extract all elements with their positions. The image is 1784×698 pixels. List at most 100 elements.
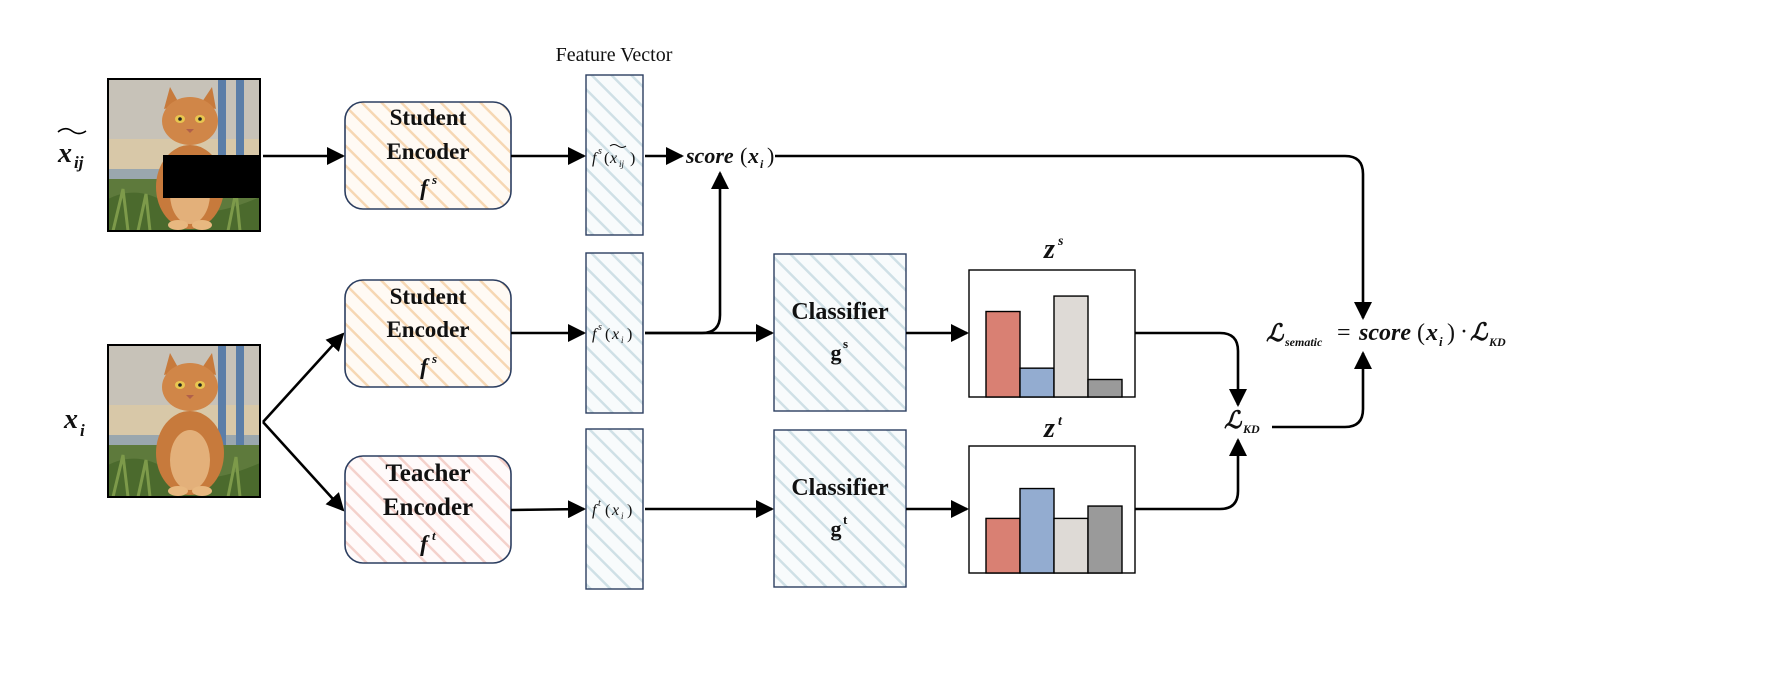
- arrow-z-student-to-kd: [1135, 331, 1247, 407]
- z-student-superscript: s: [1057, 234, 1064, 249]
- score-name: score: [685, 143, 734, 168]
- kd-loss-symbol: ℒ: [1224, 408, 1243, 434]
- teacher-encoder-line1: Teacher: [385, 460, 470, 487]
- semantic-score-argument: x: [1425, 320, 1438, 346]
- semantic-kd-symbol: ℒ: [1470, 320, 1489, 346]
- feature-mid-superscript: s: [598, 322, 602, 333]
- svg-text:): ): [767, 143, 774, 168]
- score-argument-subscript: i: [760, 157, 764, 171]
- distribution-student-bars: [985, 295, 1123, 398]
- feature-bottom-superscript: t: [598, 498, 601, 509]
- masked-input-subscript: ij: [74, 153, 84, 172]
- semantic-equals: =: [1337, 320, 1351, 346]
- semantic-score-name: score: [1358, 320, 1411, 346]
- z-student-bar-2: [1019, 367, 1055, 398]
- classifier-teacher-superscript: t: [843, 512, 848, 527]
- classifier-teacher-symbol: g: [831, 516, 842, 541]
- arrows: [262, 147, 1372, 519]
- feature-top-argument: x: [609, 150, 617, 167]
- svg-text:(: (: [1417, 320, 1425, 346]
- z-student-bar-3: [1053, 295, 1089, 398]
- semantic-loss-subscript: sematic: [1284, 335, 1323, 349]
- original-input-symbol: x: [63, 404, 78, 435]
- feature-vector-bottom: f t ( x i ): [585, 428, 644, 590]
- feature-vector-mid: f s ( x i ): [585, 252, 644, 414]
- teacher-encoder: Teacher Encoder f t: [344, 455, 512, 564]
- svg-text:): ): [1447, 320, 1455, 346]
- z-student-symbol: z: [1043, 234, 1055, 265]
- distribution-teacher-label: z t: [1043, 413, 1063, 444]
- student-encoder-top-line1: Student: [390, 105, 467, 130]
- student-encoder-mid-line1: Student: [390, 284, 467, 309]
- z-student-bar-1: [985, 310, 1021, 398]
- original-input-label: x i: [63, 404, 85, 440]
- feature-mid-symbol: f: [592, 326, 599, 343]
- student-encoder-top: Student Encoder f s: [344, 101, 512, 210]
- feature-bottom-argument-subscript: i: [621, 511, 624, 521]
- semantic-loss-symbol: ℒ: [1266, 321, 1285, 347]
- svg-text:(: (: [604, 150, 609, 167]
- classifier-teacher-label: Classifier: [791, 475, 889, 501]
- student-encoder-mid-superscript: s: [431, 351, 437, 366]
- z-teacher-symbol: z: [1043, 413, 1055, 444]
- semantic-score-argument-subscript: i: [1439, 334, 1443, 349]
- semantic-loss-equation: ℒ sematic = score ( x i ) · ℒ KD: [1266, 319, 1506, 349]
- arrow-z-teacher-to-kd: [1135, 438, 1247, 511]
- student-encoder-mid-symbol: f: [420, 354, 430, 379]
- z-teacher-superscript: t: [1058, 414, 1063, 429]
- feature-top-argument-subscript: ij: [619, 159, 625, 169]
- arrow-original-to-student: [262, 332, 345, 423]
- z-teacher-bar-4: [1087, 505, 1123, 574]
- semantic-kd-subscript: KD: [1488, 335, 1506, 349]
- z-teacher-bar-3: [1053, 517, 1089, 574]
- classifier-student-superscript: s: [843, 336, 848, 351]
- feature-top-symbol: f: [592, 150, 599, 167]
- feature-bottom-symbol: f: [592, 502, 599, 519]
- arrow-feature-mid-to-score: [645, 171, 729, 335]
- classifier-student: Classifier g s: [773, 253, 907, 412]
- arrow-score-to-semantic: [775, 154, 1372, 320]
- feature-mid-argument-subscript: i: [621, 335, 624, 345]
- z-teacher-bar-2: [1019, 487, 1055, 574]
- original-input-subscript: i: [80, 421, 85, 440]
- original-cat-image: [106, 343, 262, 499]
- score-function: score ( x i ): [685, 143, 774, 171]
- feature-vector-header: Feature Vector: [556, 44, 673, 66]
- arrow-original-to-teacher: [262, 421, 345, 512]
- arrow-kd-to-semantic: [1272, 351, 1372, 429]
- student-encoder-top-line2: Encoder: [386, 139, 469, 164]
- classifier-teacher: Classifier g t: [773, 429, 907, 588]
- teacher-encoder-superscript: t: [432, 528, 436, 543]
- mask-patch: [163, 155, 261, 198]
- classifier-student-label: Classifier: [791, 299, 889, 325]
- svg-text:(: (: [740, 143, 747, 168]
- classifier-student-symbol: g: [831, 340, 842, 365]
- teacher-encoder-line2: Encoder: [383, 494, 473, 521]
- kd-loss-label: ℒ KD: [1224, 408, 1260, 436]
- student-encoder-top-symbol: f: [420, 175, 430, 200]
- arrow-teacher-to-feature: [510, 500, 586, 519]
- z-student-bar-4: [1087, 378, 1123, 398]
- feature-top-superscript: s: [598, 146, 602, 157]
- svg-text:): ): [630, 150, 635, 167]
- score-argument: x: [747, 143, 759, 168]
- svg-text:): ): [627, 326, 632, 343]
- student-encoder-mid: Student Encoder f s: [344, 279, 512, 388]
- semantic-dot: ·: [1460, 319, 1468, 345]
- teacher-encoder-symbol: f: [420, 531, 430, 556]
- svg-text:(: (: [605, 326, 610, 343]
- kd-loss-subscript: KD: [1242, 422, 1260, 436]
- masked-input-label: x ij: [57, 127, 87, 172]
- student-encoder-mid-line2: Encoder: [386, 317, 469, 342]
- distribution-student-label: z s: [1043, 234, 1064, 265]
- distribution-teacher-bars: [985, 487, 1123, 574]
- student-encoder-top-superscript: s: [431, 172, 437, 187]
- svg-text:(: (: [605, 502, 610, 519]
- svg-text:): ): [627, 502, 632, 519]
- masked-input-symbol: x: [57, 138, 72, 169]
- feature-mid-argument: x: [611, 326, 619, 343]
- z-teacher-bar-1: [985, 517, 1021, 574]
- feature-bottom-argument: x: [611, 502, 619, 519]
- feature-vector-top: f s ( x ij ): [585, 74, 644, 236]
